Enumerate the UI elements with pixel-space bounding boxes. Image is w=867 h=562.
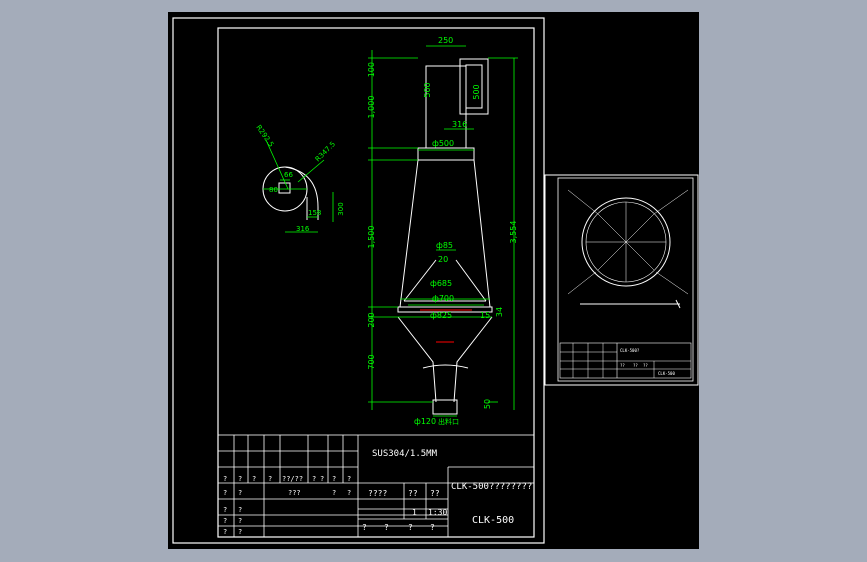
dim-cone-height: 1,500: [367, 226, 376, 249]
dim-dia-700: ф700: [432, 294, 454, 303]
dim-300: 300: [337, 202, 345, 215]
drawing-name: CLK-500????????: [451, 482, 532, 492]
grid-c-3: ?: [238, 517, 242, 525]
outlet-note: 出料口: [438, 417, 459, 426]
outer-border: [172, 17, 545, 544]
scale: 1:30: [428, 508, 447, 517]
dim-offset-316: 316: [452, 120, 467, 129]
vortex-cone: [403, 259, 487, 302]
dim-15: 15: [480, 311, 490, 320]
dim-dia-85: ф85: [436, 241, 453, 250]
dim-34: 34: [495, 307, 504, 317]
flange: [397, 306, 493, 313]
top-view-volute: [284, 166, 319, 220]
small-code: CLK-500: [658, 371, 675, 376]
grid-a-5: ?: [312, 475, 316, 483]
dim-50: 50: [483, 399, 492, 409]
quantity: 1: [412, 508, 417, 517]
grid-b-2: ???: [288, 489, 301, 497]
dim-top-height: 100: [367, 62, 376, 77]
cyclone-elevation: [397, 58, 493, 415]
dim-158: 158: [308, 209, 321, 217]
dim-bottom-dia: ф120: [414, 417, 436, 426]
dim-200: 200: [367, 312, 376, 327]
dim-top-width: 250: [438, 36, 453, 45]
dim-total-height: 3,554: [509, 221, 518, 244]
grid-b-1: ?: [238, 489, 242, 497]
dim-inlet-500: 500: [472, 84, 481, 99]
grid-a-3: ?: [268, 475, 272, 483]
grid-a-2: ?: [252, 475, 256, 483]
grid-b-0: ?: [223, 489, 227, 497]
grid-a-7: ?: [332, 475, 336, 483]
dim-316: 316: [296, 225, 310, 233]
grid-c-4: ?: [223, 528, 227, 536]
tb-label-2: ??: [430, 489, 440, 498]
sign-3: ?: [430, 523, 435, 532]
tb-label-1: ??: [408, 489, 418, 498]
sign-1: ?: [384, 523, 389, 532]
dim-r-outer: R347.5: [314, 140, 337, 163]
sign-2: ?: [408, 523, 413, 532]
grid-c-1: ?: [238, 506, 242, 514]
outlet-nozzle: [432, 399, 458, 415]
dim-bottom-700: 700: [367, 354, 376, 369]
small-row-1: ??: [633, 363, 638, 368]
grid-c-5: ?: [238, 528, 242, 536]
grid-b-3: ?: [332, 489, 336, 497]
drawing-sheet: 250 100 1,000 500 500 316 ф500 3,554 1,5…: [168, 12, 699, 549]
small-drawing: [544, 174, 699, 386]
grid-c-2: ?: [223, 517, 227, 525]
grid-b-4: ?: [347, 489, 351, 497]
grid-a-0: ?: [223, 475, 227, 483]
dim-dia-500: ф500: [432, 139, 454, 148]
dim-dia-685: ф685: [430, 279, 452, 288]
small-title-name: CLK-500?: [620, 348, 640, 353]
bottom-cone: [397, 316, 493, 403]
grid-a-1: ?: [238, 475, 242, 483]
dim-66: 66: [284, 171, 293, 179]
dimension-lines: [368, 45, 518, 417]
sign-0: ?: [362, 523, 367, 532]
grid-a-8: ?: [347, 475, 351, 483]
title-block-text: ? ? ? ? ??/?? ? ? ? ? ? ? ??? ? ? ? ? ? …: [223, 449, 532, 536]
inlet-duct: [459, 58, 489, 115]
title-block: [217, 434, 535, 538]
inlet-duct-inner: [465, 64, 483, 109]
dimension-text: 250 100 1,000 500 500 316 ф500 3,554 1,5…: [367, 36, 518, 426]
dim-80: 80: [269, 186, 278, 194]
dim-outlet-500: 500: [423, 82, 432, 97]
dim-upper-height: 1,000: [367, 96, 376, 119]
grid-a-6: ?: [320, 475, 324, 483]
grid-a-4: ??/??: [282, 475, 303, 483]
main-cone-sides: [399, 159, 491, 308]
material-label: SUS304/1.5MM: [372, 449, 438, 459]
inner-border: [217, 27, 535, 538]
small-row-2: ??: [643, 363, 648, 368]
dim-20: 20: [438, 255, 448, 264]
dim-r-inner: R292.5: [254, 124, 275, 149]
tb-label-0: ????: [368, 489, 387, 498]
top-cylinder: [417, 147, 475, 161]
small-row-0: ??: [620, 363, 625, 368]
grid-c-0: ?: [223, 506, 227, 514]
dim-dia-825: ф825: [430, 311, 452, 320]
drawing-svg: 250 100 1,000 500 500 316 ф500 3,554 1,5…: [172, 17, 699, 544]
bottom-curve: [422, 364, 469, 369]
drawing-code: CLK-500: [472, 515, 514, 526]
